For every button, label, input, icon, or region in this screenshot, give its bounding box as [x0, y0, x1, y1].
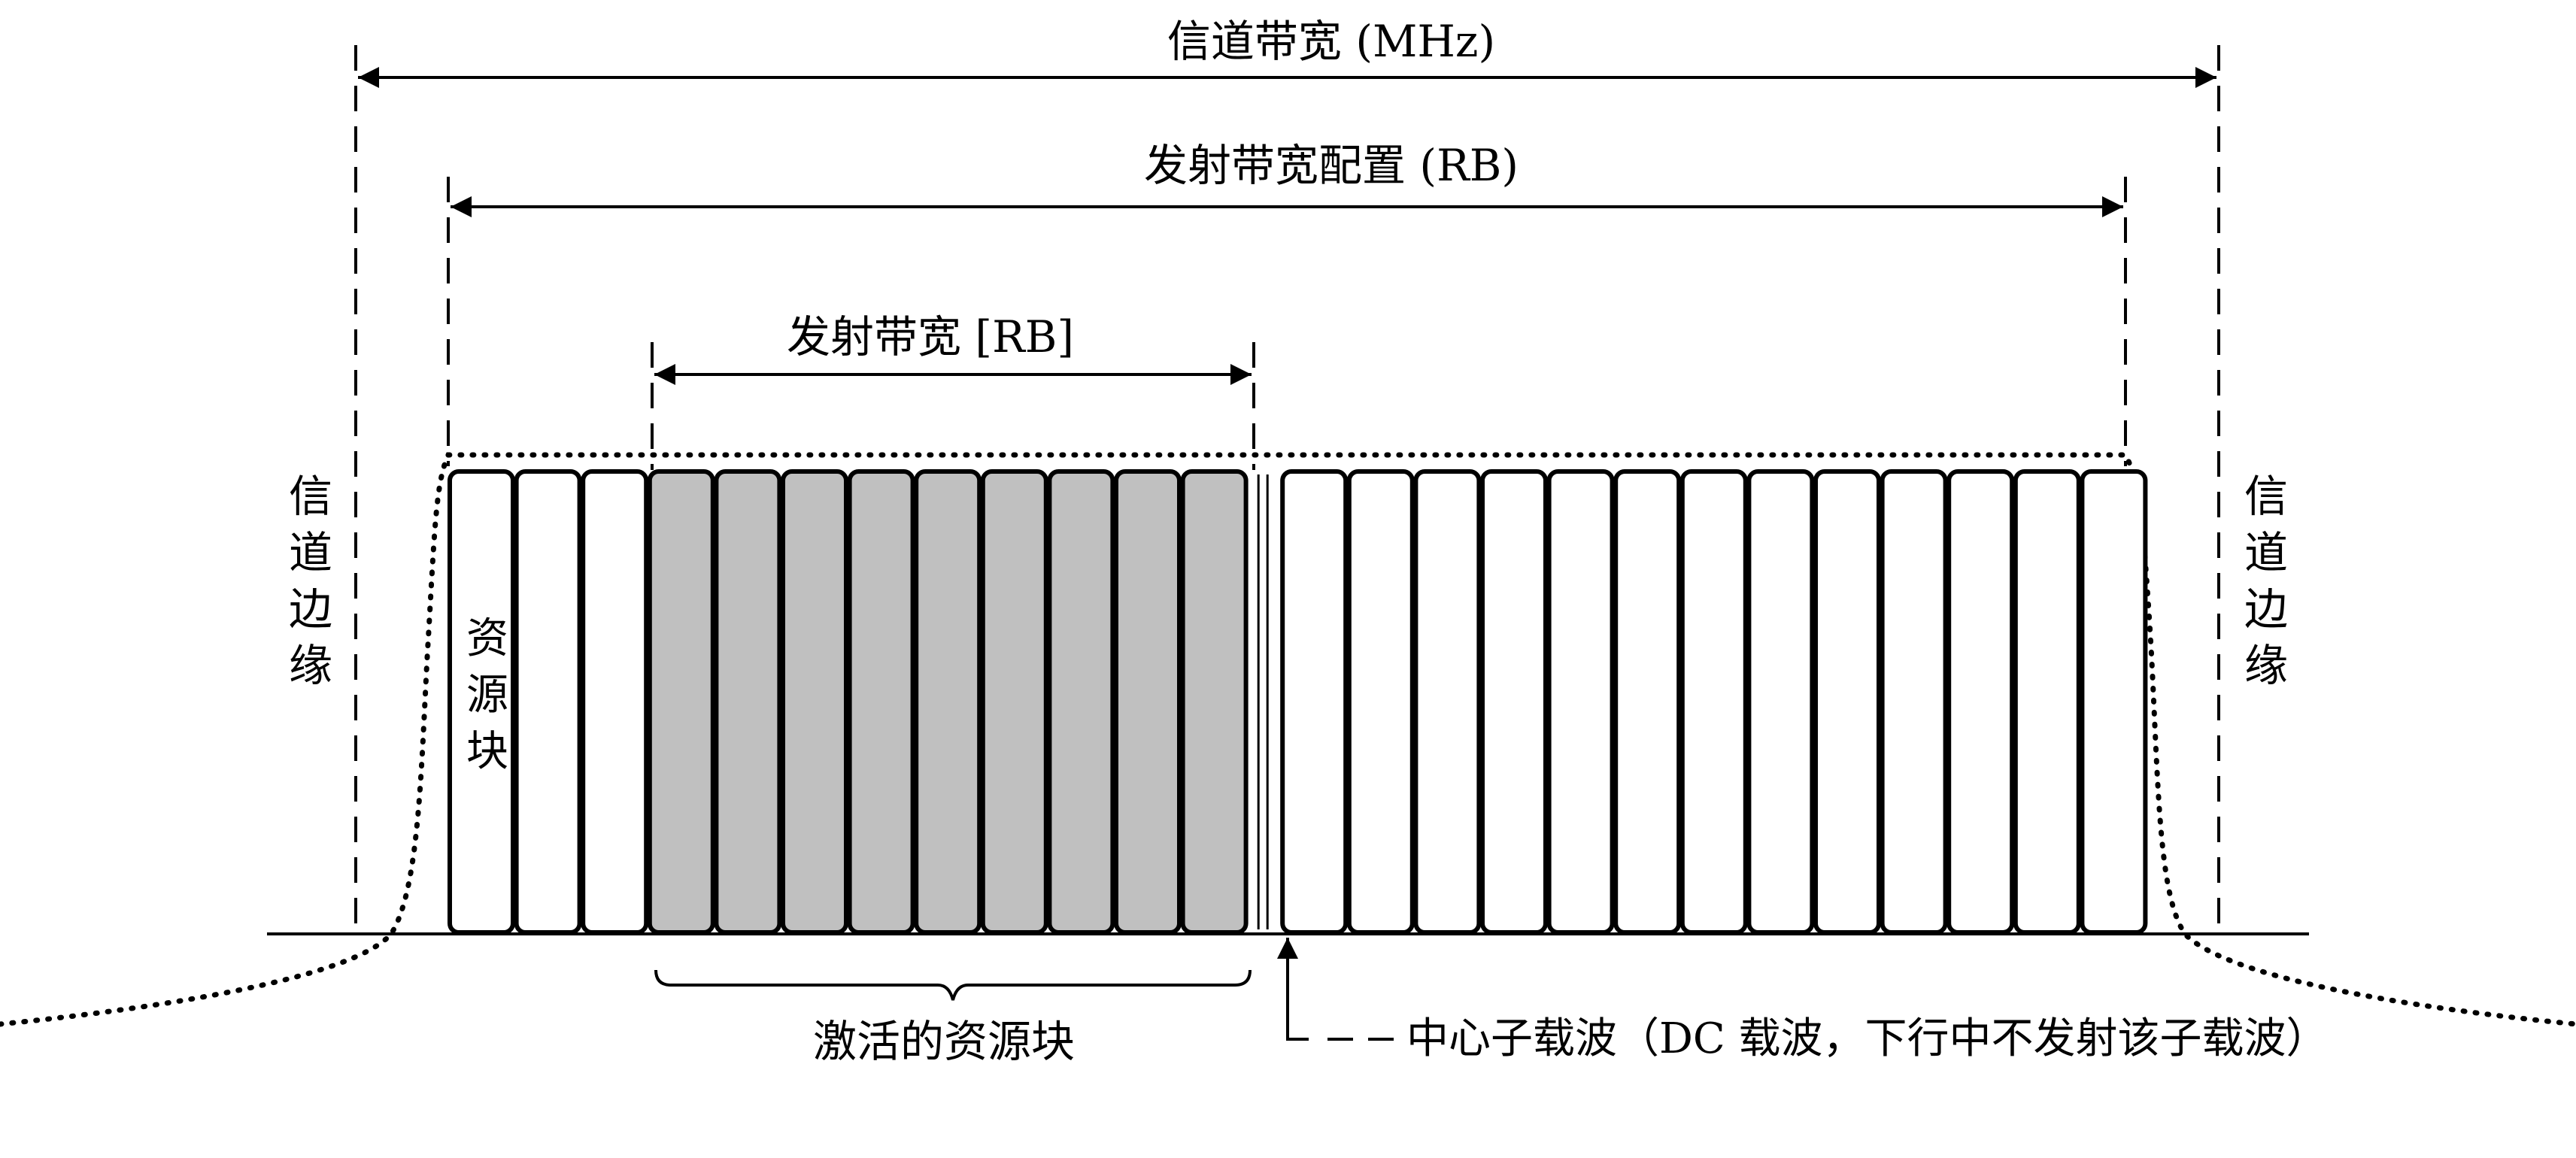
- channel-edge-left-char-2: 道: [289, 527, 332, 578]
- active-resource-block: [980, 469, 1048, 935]
- resource-block: [1813, 469, 1881, 935]
- active-resource-block: [714, 469, 782, 935]
- channel-edge-right-char-3: 边: [2244, 584, 2288, 635]
- resource-block-group: [448, 469, 2148, 935]
- resource-block-char-2: 源: [466, 671, 508, 720]
- channel-edge-left-char-1: 信: [289, 471, 332, 522]
- resource-block: [1679, 469, 1748, 935]
- channel-edge-right-char-1: 信: [2244, 471, 2288, 522]
- resource-block: [1613, 469, 1682, 935]
- resource-block: [1546, 469, 1615, 935]
- channel-edge-left-char-3: 边: [289, 584, 332, 635]
- dc-pointer-leader: [1286, 1032, 1309, 1041]
- active-resource-block: [647, 469, 715, 935]
- resource-block: [1413, 469, 1482, 935]
- resource-block-char-1: 资: [466, 614, 508, 663]
- channel-edge-right-char-4: 缘: [2244, 640, 2288, 691]
- active-resource-block: [1114, 469, 1182, 935]
- resource-block: [1346, 469, 1415, 935]
- active-blocks-label: 激活的资源块: [813, 1016, 1075, 1067]
- resource-block: [581, 469, 649, 935]
- resource-block: [2013, 469, 2081, 935]
- channel-edge-right-label: 信 道 边 缘: [2244, 471, 2288, 691]
- resource-block: [1480, 469, 1548, 935]
- active-resource-block: [1047, 469, 1115, 935]
- center-subcarrier-label: 中心子载波（DC 载波，下行中不发射该子载波）: [1406, 1014, 2329, 1063]
- resource-block: [514, 469, 582, 935]
- tx-config-label: 发射带宽配置 (RB): [1144, 140, 1519, 191]
- tx-bandwidth-label: 发射带宽 [RB]: [787, 311, 1074, 362]
- resource-block: [1946, 469, 2015, 935]
- channel-edge-right-char-2: 道: [2244, 527, 2288, 578]
- spectrum-envelope: [0, 452, 2576, 1027]
- resource-block: [1746, 469, 1815, 935]
- resource-block: [1880, 469, 1948, 935]
- active-resource-block: [847, 469, 915, 935]
- channel-bandwidth-label: 信道带宽 (MHz): [1167, 16, 1495, 67]
- resource-block-label: 资 源 块: [466, 614, 508, 776]
- active-resource-block: [781, 469, 848, 935]
- active-blocks-brace: [654, 969, 1252, 1001]
- active-resource-block: [914, 469, 982, 935]
- channel-edge-left-label: 信 道 边 缘: [289, 471, 332, 691]
- resource-block: [1280, 469, 1349, 935]
- channel-edge-left-char-4: 缘: [289, 640, 332, 691]
- resource-block-char-3: 块: [466, 727, 508, 776]
- active-resource-block: [1180, 469, 1249, 935]
- resource-block: [448, 469, 515, 935]
- resource-block: [2080, 469, 2148, 935]
